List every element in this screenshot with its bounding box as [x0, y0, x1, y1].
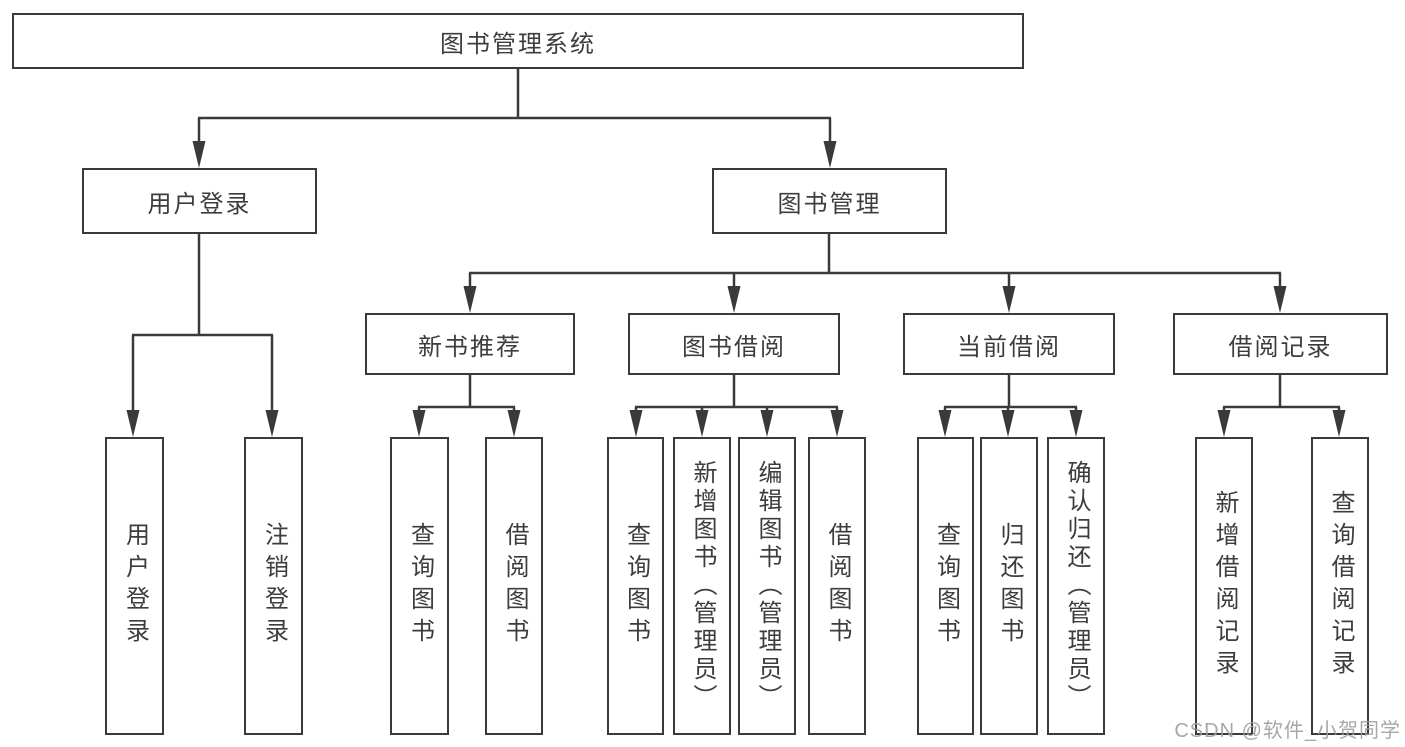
leaf-cb-confirm-return-label: 确认归还（管理员） — [1063, 460, 1090, 712]
node-current-borrow: 当前借阅 — [903, 313, 1115, 375]
node-user-login-label: 用户登录 — [147, 190, 252, 218]
leaf-logout-label: 注销登录 — [260, 522, 288, 650]
node-book-management: 图书管理 — [712, 168, 947, 234]
leaf-nbr-query-book: 查询图书 — [390, 437, 449, 735]
leaf-user-login-label: 用户登录 — [121, 522, 149, 650]
node-root-label: 图书管理系统 — [440, 30, 596, 58]
node-book-borrow-label: 图书借阅 — [682, 333, 786, 361]
node-current-borrow-label: 当前借阅 — [957, 333, 1061, 361]
leaf-cb-confirm-return: 确认归还（管理员） — [1047, 437, 1105, 735]
node-new-book-recommend-label: 新书推荐 — [418, 333, 522, 361]
connector-book-management-children — [463, 234, 1287, 313]
leaf-bb-add-book: 新增图书（管理员） — [673, 437, 731, 735]
leaf-user-login: 用户登录 — [105, 437, 164, 735]
leaf-cb-query-book: 查询图书 — [917, 437, 974, 735]
leaf-bb-borrow-book: 借阅图书 — [808, 437, 866, 735]
leaf-cb-return-book: 归还图书 — [980, 437, 1038, 735]
leaf-bb-query-book-label: 查询图书 — [622, 522, 650, 650]
connector-book-borrow-children — [629, 375, 844, 437]
watermark: CSDN @软件_小贺同学 — [1174, 720, 1401, 742]
leaf-nbr-query-book-label: 查询图书 — [406, 522, 434, 650]
connector-root-to-level1 — [192, 69, 837, 168]
leaf-bb-add-book-label: 新增图书（管理员） — [689, 460, 716, 712]
node-book-borrow: 图书借阅 — [628, 313, 840, 375]
node-root: 图书管理系统 — [12, 13, 1024, 69]
leaf-bb-edit-book: 编辑图书（管理员） — [738, 437, 796, 735]
node-borrow-record: 借阅记录 — [1173, 313, 1388, 375]
leaf-bb-query-book: 查询图书 — [607, 437, 664, 735]
leaf-br-query-record: 查询借阅记录 — [1311, 437, 1369, 735]
connector-new-book-recommend-children — [412, 375, 521, 437]
node-borrow-record-label: 借阅记录 — [1228, 333, 1333, 361]
leaf-nbr-borrow-book-label: 借阅图书 — [501, 522, 528, 650]
node-book-management-label: 图书管理 — [777, 190, 882, 218]
connector-user-login-children — [126, 234, 279, 437]
leaf-nbr-borrow-book: 借阅图书 — [485, 437, 543, 735]
leaf-cb-return-book-label: 归还图书 — [996, 522, 1023, 650]
leaf-bb-borrow-book-label: 借阅图书 — [824, 522, 851, 650]
node-new-book-recommend: 新书推荐 — [365, 313, 575, 375]
leaf-br-query-record-label: 查询借阅记录 — [1327, 490, 1354, 682]
leaf-logout: 注销登录 — [244, 437, 303, 735]
leaf-br-add-record-label: 新增借阅记录 — [1211, 490, 1238, 682]
leaf-cb-query-book-label: 查询图书 — [932, 522, 960, 650]
leaf-bb-edit-book-label: 编辑图书（管理员） — [754, 460, 781, 712]
leaf-br-add-record: 新增借阅记录 — [1195, 437, 1253, 735]
connector-current-borrow-children — [938, 375, 1083, 437]
connector-borrow-record-children — [1217, 375, 1346, 437]
node-user-login: 用户登录 — [82, 168, 317, 234]
